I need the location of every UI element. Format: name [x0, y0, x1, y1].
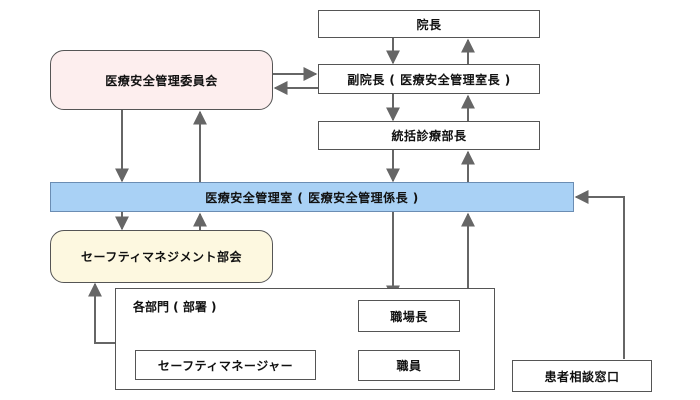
- patient-consultation-label: 患者相談窓口: [544, 369, 620, 384]
- vice-director-box: 副院長 ( 医療安全管理室長 ): [318, 64, 540, 94]
- director-label: 院長: [416, 17, 442, 32]
- patient-consultation-box: 患者相談窓口: [512, 360, 652, 392]
- arrow-consultation-to-office: [574, 190, 625, 359]
- director-box: 院長: [318, 10, 540, 38]
- safety-subcommittee-label: セーフティマネジメント部会: [80, 250, 243, 264]
- staff-box: 職員: [358, 350, 460, 381]
- staff-label: 職員: [396, 359, 422, 373]
- safety-office-label: 医療安全管理室 ( 医療安全管理係長 ): [205, 190, 419, 205]
- safety-committee-label: 医療安全管理委員会: [105, 73, 218, 88]
- general-medical-chief-label: 統括診療部長: [391, 129, 467, 143]
- departments-label: 各部門 ( 部署 ): [133, 300, 217, 314]
- safety-office-box: 医療安全管理室 ( 医療安全管理係長 ): [50, 182, 574, 212]
- safety-manager-label: セーフティマネージャー: [157, 358, 294, 373]
- workplace-chief-box: 職場長: [358, 300, 460, 332]
- general-medical-chief-box: 統括診療部長: [318, 121, 540, 150]
- vice-director-label: 副院長 ( 医療安全管理室長 ): [347, 72, 511, 87]
- workplace-chief-label: 職場長: [390, 309, 428, 324]
- arrow-departments-to-subcommittee: [88, 282, 115, 344]
- safety-subcommittee-box: セーフティマネジメント部会: [50, 230, 273, 283]
- safety-manager-box: セーフティマネージャー: [135, 350, 316, 380]
- safety-committee-box: 医療安全管理委員会: [50, 50, 273, 110]
